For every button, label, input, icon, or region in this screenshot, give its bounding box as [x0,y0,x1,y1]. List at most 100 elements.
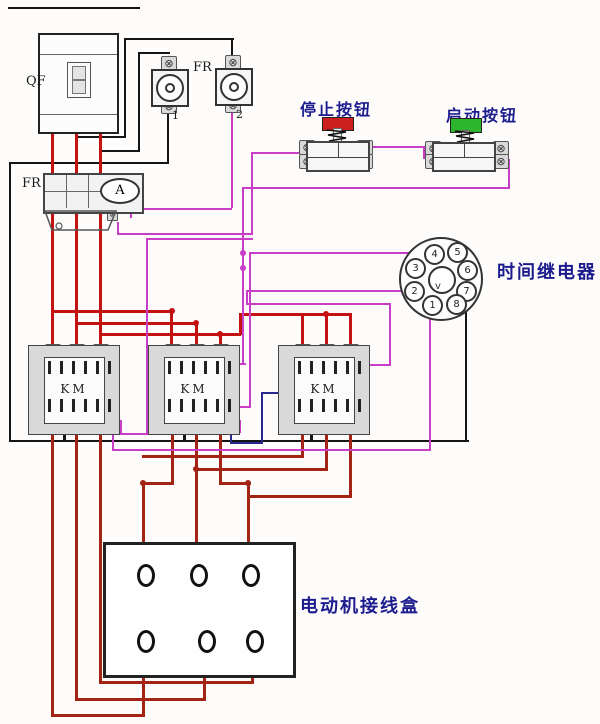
wire-segment [349,313,352,348]
qf-divider-top [40,54,117,55]
wire-segment [75,698,206,701]
wire-segment [120,433,148,435]
wire-segment [138,52,140,152]
wire-segment [249,252,425,254]
wire-segment [75,322,198,325]
relay-pin-8: 8 [446,294,467,315]
qf-divider-bottom [40,114,117,115]
wire-segment [261,392,288,394]
wire-segment [75,127,78,179]
wire-junction [193,320,199,326]
wire-segment [325,433,328,470]
wire-segment [423,146,425,158]
wire-segment [247,482,250,564]
wire-segment [78,136,126,138]
wire-segment [99,681,254,684]
wire-segment [249,252,251,407]
motor-box-label: 电动机接线盒 [300,596,420,617]
wire-junction [245,480,251,486]
relay-pin-1: 1 [422,295,443,316]
motor-terminal [137,564,155,587]
start-button-spring [454,130,475,143]
wire-segment [124,38,234,40]
wire-segment [9,440,469,442]
wire-segment [130,208,232,210]
wire-segment [99,433,102,684]
time-relay-label: 时间继电器 [497,262,597,283]
wire-segment [117,233,253,235]
wire-segment [247,495,352,498]
contactor-km1: KM [28,345,120,435]
wire-segment [183,430,186,442]
time-relay-keyhole [428,266,456,294]
wire-segment [195,468,328,471]
wire-segment [231,108,233,208]
fuse2-number: 2 [236,108,243,121]
wire-segment [99,127,102,179]
wire-segment [120,420,122,435]
wire-segment [146,238,253,240]
motor-terminal [242,564,260,587]
wire-segment [51,310,172,313]
fr-lower-outline [44,210,118,231]
wire-segment [219,333,222,348]
wire-junction [240,265,246,271]
wire-junction [140,480,146,486]
km2-label: KM [180,382,208,396]
wire-segment [251,152,309,154]
wire-segment [369,364,391,366]
wire-segment [261,392,263,444]
wire-segment [310,430,313,442]
relay-pin-6: 6 [457,260,478,281]
wire-segment [246,290,405,292]
wire-segment [465,298,467,442]
fuse-group-label: FR [193,60,212,75]
time-relay-keynotch: v [435,281,441,292]
wire-segment [230,442,263,444]
wire-segment [142,482,174,485]
wire-segment [236,363,246,365]
circuit-breaker-qf [38,33,119,134]
fuse-1 [151,69,189,107]
wire-segment [231,40,233,64]
wire-segment [301,313,304,348]
relay-pin-5: 5 [447,242,468,263]
motor-terminal [198,630,216,653]
wire-segment [51,127,54,179]
wire-segment [51,205,54,348]
qf-label: QF [26,74,46,89]
wire-segment [301,433,304,457]
wire-segment [8,7,140,9]
wire-segment [239,313,352,316]
motor-terminal [246,630,264,653]
wire-segment [138,52,170,54]
wire-segment [349,433,352,497]
wire-segment [102,150,140,152]
relay-pin-3: 3 [405,258,426,279]
start-button-body [432,142,496,172]
wire-segment [167,107,169,164]
wire-segment [238,406,251,408]
wire-segment [99,333,241,336]
wire-segment [146,238,148,435]
wire-junction [240,250,246,256]
wire-segment [246,290,248,304]
wire-segment [75,205,78,348]
km1-label: KM [60,382,88,396]
fr-grid-line [66,175,67,208]
wire-segment [170,310,173,348]
fr-relay-label: FR [22,176,41,191]
wire-junction [217,331,223,337]
wire-segment [251,152,253,234]
wire-segment [9,162,11,442]
wire-segment [142,482,145,564]
fuse1-number: 1 [172,109,179,122]
ammeter: A [100,178,140,204]
wire-segment [239,420,241,433]
wire-segment [246,303,391,305]
wire-segment [99,205,102,348]
wire-segment [195,433,198,564]
wire-segment [51,433,54,717]
wire-segment [325,313,328,348]
